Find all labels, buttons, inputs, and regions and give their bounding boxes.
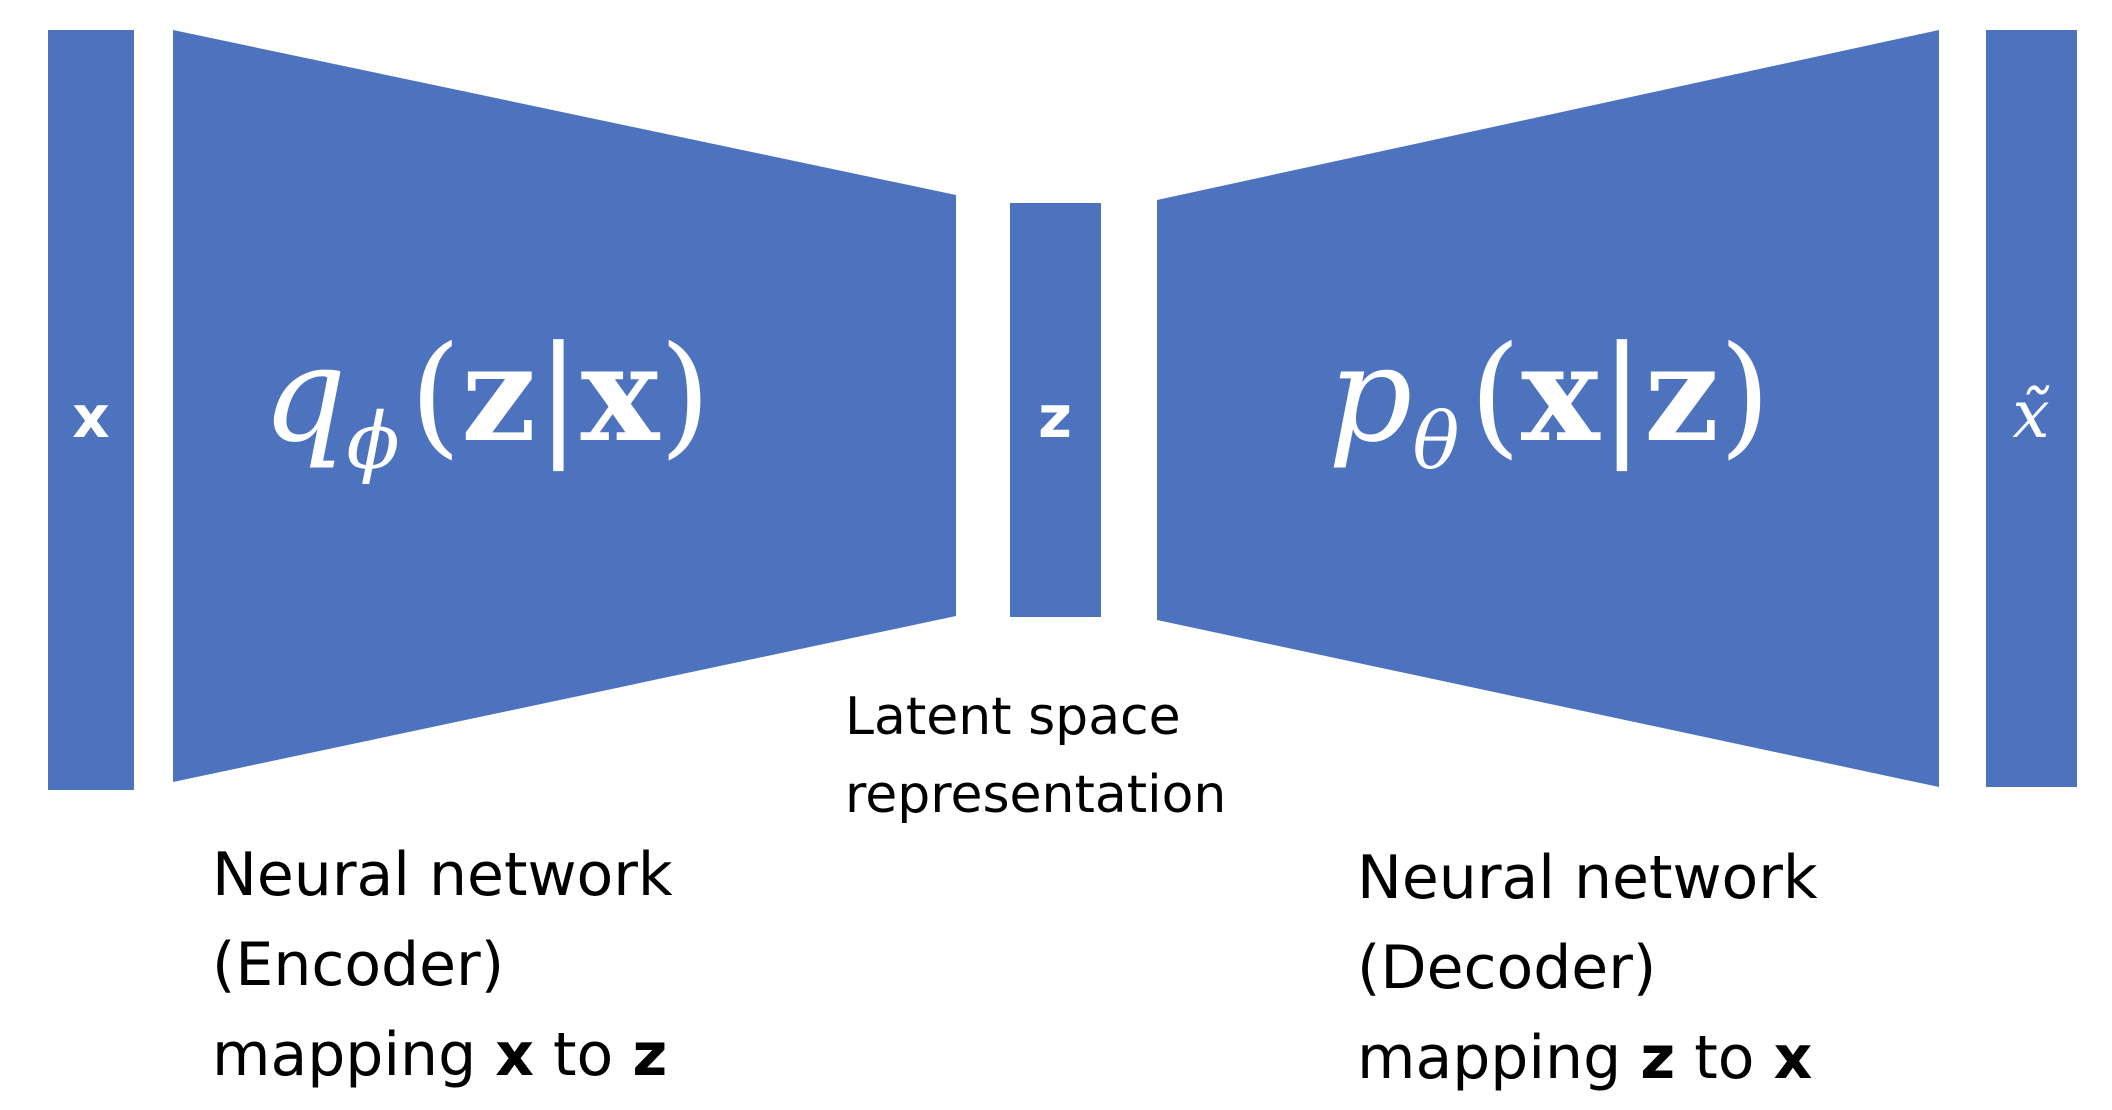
- latent-label: z: [1038, 383, 1072, 451]
- latent-caption: Latent space representation: [845, 678, 1226, 834]
- encoder-open-paren: (: [410, 318, 462, 472]
- decoder-caption-line2: (Decoder): [1357, 933, 1657, 1003]
- decoder-formula: pθ(x|z): [1328, 317, 1771, 487]
- encoder-trapezoid: [173, 30, 956, 782]
- encoder-bar: |: [536, 318, 580, 472]
- decoder-given-x: x: [1521, 317, 1601, 472]
- input-bar: [48, 30, 134, 790]
- encoder-caption: Neural network (Encoder) mapping x to z: [212, 830, 673, 1100]
- decoder-open-paren: (: [1469, 318, 1521, 472]
- input-label: x: [72, 383, 109, 451]
- encoder-caption-to: z: [632, 1020, 668, 1090]
- decoder-caption: Neural network (Decoder) mapping z to x: [1357, 833, 1818, 1103]
- decoder-cond-z: z: [1644, 317, 1719, 472]
- encoder-caption-line2: (Encoder): [212, 930, 505, 1000]
- encoder-caption-line1: Neural network: [212, 840, 673, 910]
- encoder-formula: qϕ(z|x): [262, 317, 711, 487]
- encoder-given-z: z: [461, 317, 536, 472]
- output-label: x̃: [2012, 376, 2050, 453]
- encoder-fn: q: [262, 318, 347, 472]
- latent-caption-line2: representation: [845, 765, 1227, 825]
- decoder-close-paren: ): [1719, 318, 1771, 472]
- latent-bar: [1010, 203, 1101, 617]
- decoder-caption-line3: mapping z to x: [1357, 1023, 1813, 1093]
- encoder-close-paren: ): [659, 318, 711, 472]
- encoder-caption-from: x: [495, 1020, 534, 1090]
- decoder-param: θ: [1413, 397, 1460, 487]
- decoder-trapezoid: [1157, 30, 1939, 787]
- encoder-caption-line3: mapping x to z: [212, 1020, 668, 1090]
- decoder-caption-line1: Neural network: [1357, 843, 1818, 913]
- decoder-bar: |: [1600, 318, 1644, 472]
- decoder-caption-to: x: [1773, 1023, 1813, 1093]
- output-bar: [1986, 30, 2077, 787]
- encoder-cond-x: x: [581, 317, 661, 472]
- decoder-caption-from: z: [1640, 1023, 1676, 1093]
- encoder-param: ϕ: [347, 397, 400, 487]
- decoder-fn: p: [1328, 318, 1413, 472]
- latent-caption-line1: Latent space: [845, 687, 1181, 747]
